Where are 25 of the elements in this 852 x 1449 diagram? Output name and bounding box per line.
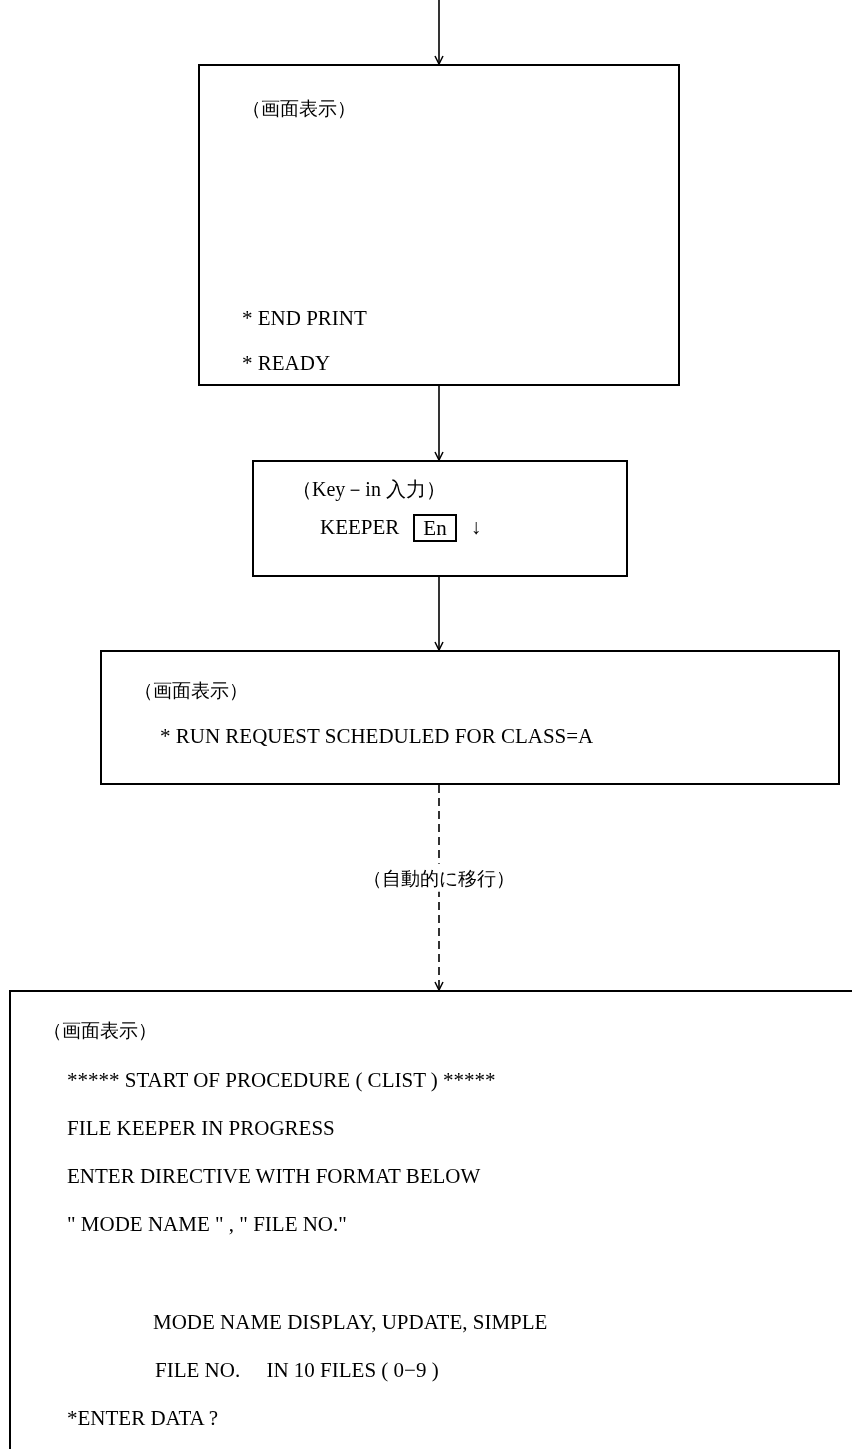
screen-text: *ENTER DATA ? — [67, 1405, 220, 1432]
screen-box — [252, 460, 628, 577]
section-heading: （画面表示） — [134, 678, 249, 703]
screen-text: " MODE NAME " , " FILE NO." — [67, 1211, 348, 1238]
screen-box — [198, 64, 680, 386]
screen-text: ***** START OF PROCEDURE ( CLIST ) ***** — [67, 1067, 497, 1094]
arrow — [434, 576, 444, 651]
section-heading: （画面表示） — [242, 96, 357, 121]
screen-text: * READY — [242, 350, 332, 377]
key-cap: En — [413, 513, 457, 542]
screen-box — [100, 650, 840, 785]
screen-text: * RUN REQUEST SCHEDULED FOR CLASS=A — [159, 722, 595, 750]
section-heading: （Key－in 入力） — [292, 477, 447, 503]
arrow — [434, 0, 444, 65]
screen-text: FILE KEEPER IN PROGRESS — [67, 1115, 336, 1142]
arrow — [434, 385, 444, 461]
input-text: KEEPER — [320, 514, 400, 541]
screen-text: FILE NO. IN 10 FILES ( 0−9 ) — [155, 1357, 440, 1384]
screen-text: * END PRINT — [242, 304, 368, 332]
section-heading: （画面表示） — [43, 1018, 158, 1043]
screen-box — [9, 990, 852, 1449]
screen-text: ENTER DIRECTIVE WITH FORMAT BELOW — [67, 1163, 482, 1190]
screen-text: MODE NAME DISPLAY, UPDATE, SIMPLE — [153, 1309, 549, 1336]
enter-symbol: ↓ — [470, 514, 482, 541]
dashed-arrow — [434, 784, 444, 991]
